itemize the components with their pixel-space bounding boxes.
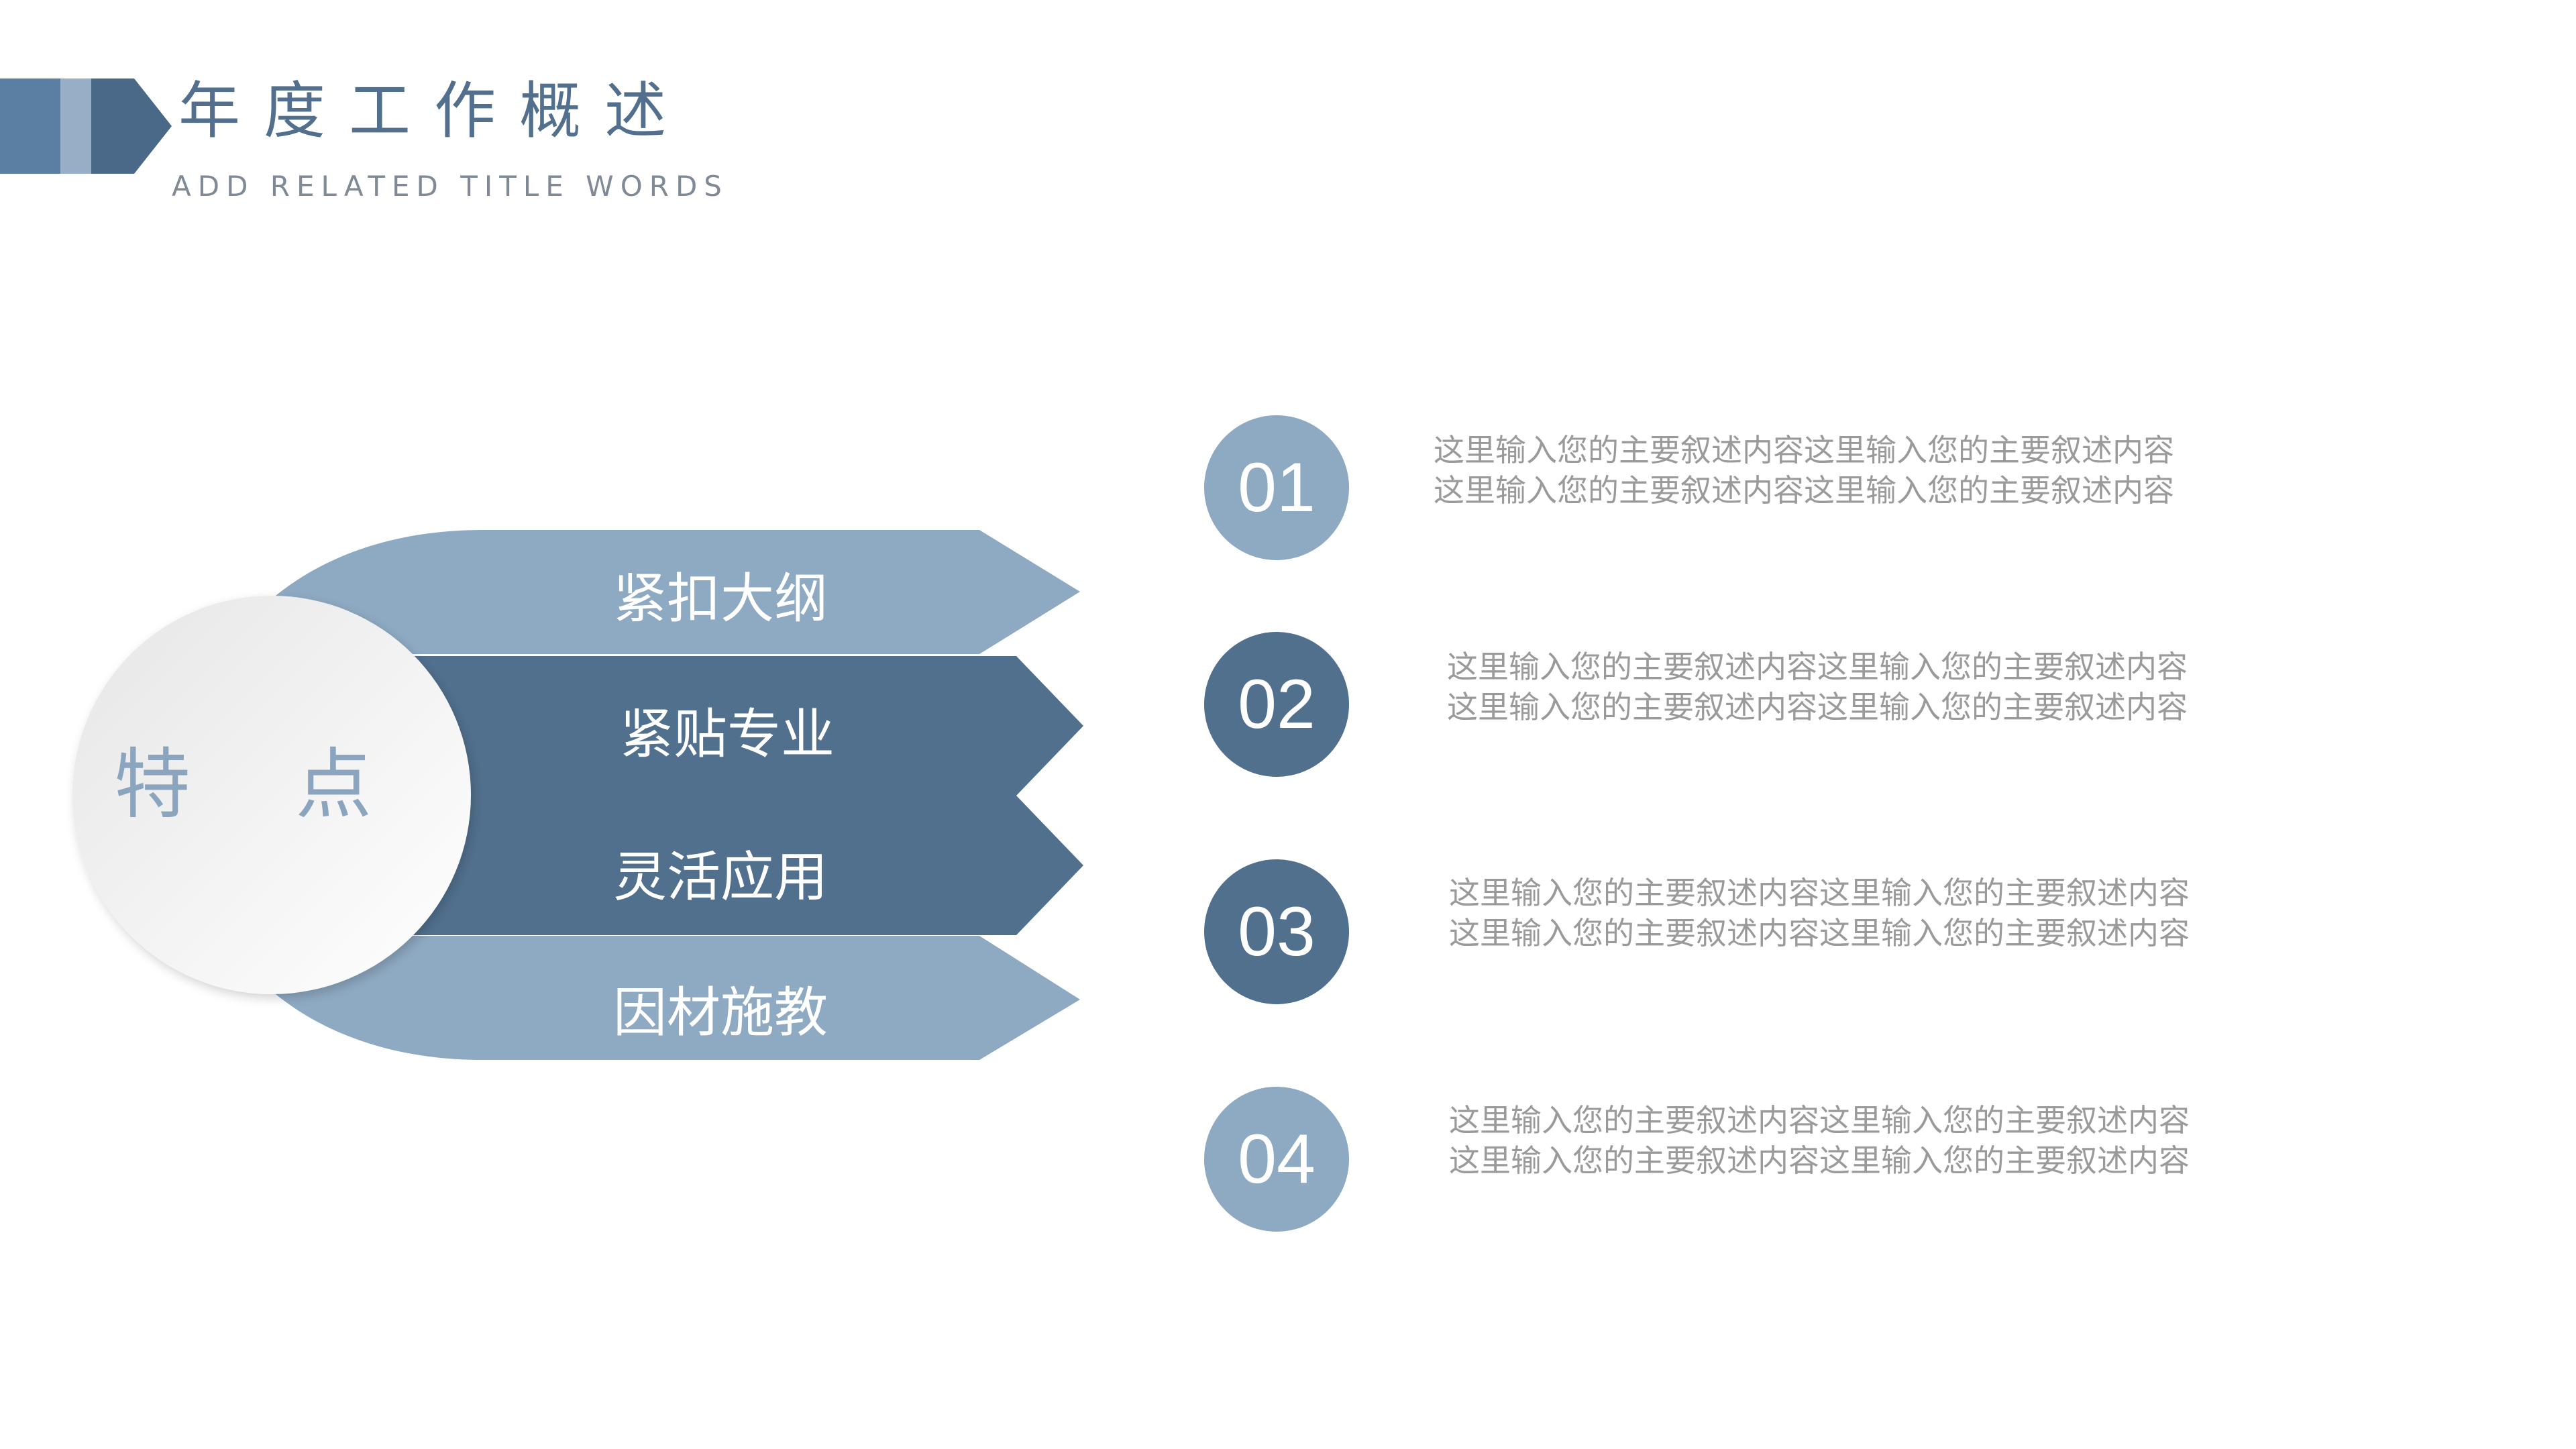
center-circle — [72, 596, 471, 994]
arrow-shape-2 — [402, 656, 1083, 935]
arrow-label-2: 紧贴专业 — [620, 703, 835, 765]
item-desc-04-line2: 这里输入您的主要叙述内容这里输入您的主要叙述内容 — [1449, 1142, 2190, 1179]
item-desc-03-line1: 这里输入您的主要叙述内容这里输入您的主要叙述内容 — [1449, 875, 2190, 911]
item-desc-02-line2: 这里输入您的主要叙述内容这里输入您的主要叙述内容 — [1447, 689, 2188, 725]
item-desc-01-line2: 这里输入您的主要叙述内容这里输入您的主要叙述内容 — [1434, 472, 2174, 508]
arrow-label-1: 紧扣大纲 — [613, 568, 828, 630]
page-title: 年度工作概述 — [178, 75, 690, 147]
title-banner-icon — [0, 78, 172, 174]
item-desc-03-line2: 这里输入您的主要叙述内容这里输入您的主要叙述内容 — [1449, 915, 2190, 951]
item-desc-01-line1: 这里输入您的主要叙述内容这里输入您的主要叙述内容 — [1434, 432, 2174, 468]
arrow-label-4: 因材施教 — [613, 981, 828, 1044]
number-badge-02: 02 — [1204, 632, 1349, 777]
number-badge-04: 04 — [1204, 1087, 1349, 1232]
item-desc-04-line1: 这里输入您的主要叙述内容这里输入您的主要叙述内容 — [1449, 1102, 2190, 1138]
item-desc-02-line1: 这里输入您的主要叙述内容这里输入您的主要叙述内容 — [1447, 649, 2188, 685]
center-label: 特 点 — [114, 740, 413, 829]
number-badge-01: 01 — [1204, 415, 1349, 560]
number-badge-03: 03 — [1204, 859, 1349, 1004]
arrow-label-3: 灵活应用 — [613, 846, 828, 908]
page-subtitle: ADD RELATED TITLE WORDS — [172, 170, 729, 203]
